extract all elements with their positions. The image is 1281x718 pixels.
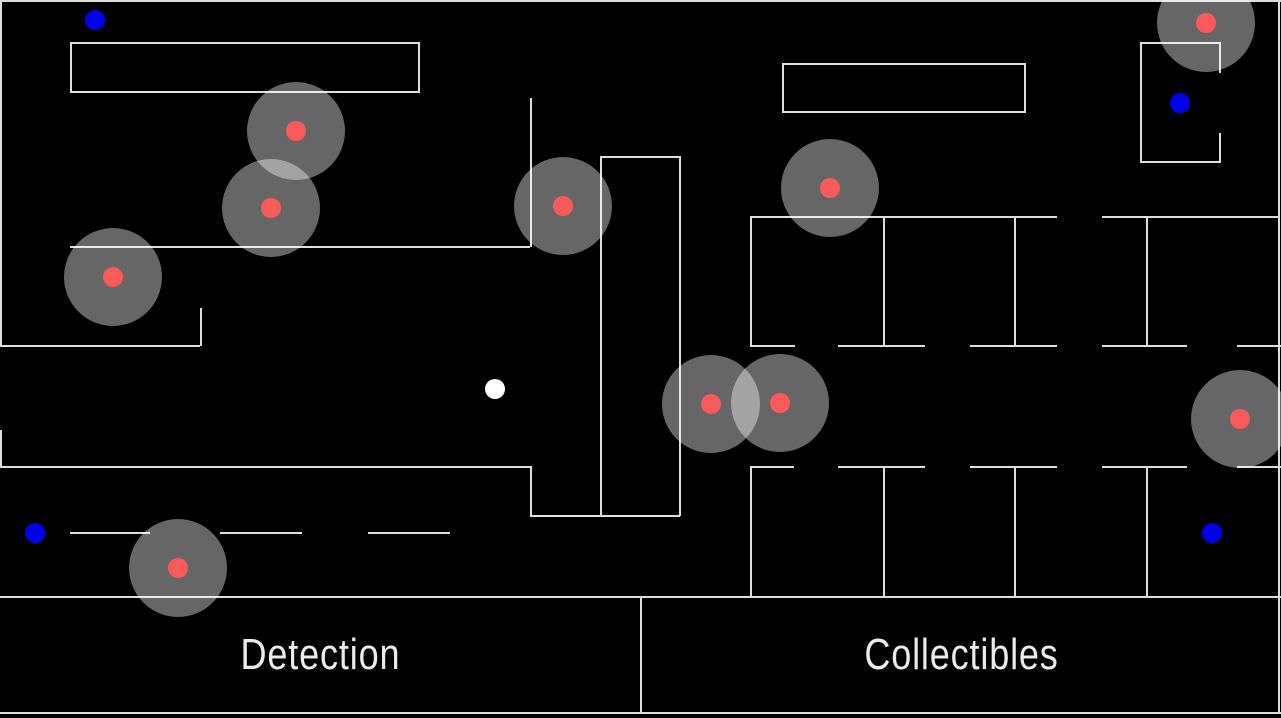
wall-segment: [0, 712, 1281, 714]
wall-segment: [70, 246, 530, 248]
wall-segment: [838, 345, 925, 347]
wall-segment: [1014, 466, 1016, 597]
wall-segment: [1146, 466, 1148, 597]
wall-segment: [970, 466, 1057, 468]
wall-segment: [679, 156, 681, 516]
enemy-detection-radius: [1157, 0, 1255, 72]
wall-segment: [1237, 345, 1281, 347]
wall-segment: [640, 596, 642, 713]
enemy-dot: [820, 178, 840, 198]
wall-segment: [1237, 466, 1281, 468]
wall-segment: [1140, 161, 1221, 163]
wall-segment: [750, 466, 794, 468]
legend-panel-collectibles: Collectibles: [642, 598, 1281, 712]
wall-segment: [750, 466, 752, 597]
wall-segment: [600, 156, 680, 158]
wall-segment: [1140, 42, 1142, 162]
detection-label: Detection: [240, 630, 400, 679]
wall-segment: [0, 345, 200, 347]
wall-segment: [1102, 216, 1279, 218]
wall-segment: [1140, 42, 1221, 44]
wall-segment: [0, 0, 1281, 2]
enemy-dot: [103, 267, 123, 287]
wall-segment: [70, 42, 72, 92]
enemy-dot: [286, 121, 306, 141]
wall-segment: [838, 466, 925, 468]
player-dot: [485, 379, 505, 399]
wall-segment: [1014, 216, 1016, 346]
collectible-dot: [25, 523, 45, 543]
enemy-dot: [553, 196, 573, 216]
wall-segment: [368, 532, 450, 534]
wall-segment: [782, 63, 1026, 65]
wall-segment: [970, 345, 1057, 347]
wall-segment: [0, 430, 2, 467]
wall-segment: [530, 98, 532, 247]
wall-segment: [0, 466, 530, 468]
wall-segment: [750, 216, 752, 346]
wall-segment: [750, 345, 795, 347]
wall-segment: [782, 111, 1026, 113]
wall-segment: [200, 308, 202, 346]
wall-segment: [1219, 133, 1221, 162]
wall-segment: [750, 216, 1057, 218]
enemy-dot: [168, 558, 188, 578]
wall-segment: [530, 466, 532, 516]
wall-segment: [883, 466, 885, 597]
enemy-dot: [770, 393, 790, 413]
enemy-dot: [1196, 13, 1216, 33]
enemy-dot: [701, 394, 721, 414]
collectible-dot: [85, 10, 105, 30]
collectible-dot: [1202, 523, 1222, 543]
wall-segment: [1146, 216, 1148, 346]
wall-segment: [1024, 63, 1026, 112]
wall-segment: [782, 63, 784, 112]
wall-segment: [530, 515, 680, 517]
wall-segment: [70, 532, 150, 534]
wall-segment: [1278, 0, 1280, 714]
wall-segment: [1102, 466, 1187, 468]
collectible-dot: [1170, 93, 1190, 113]
wall-segment: [70, 42, 420, 44]
enemy-dot: [261, 198, 281, 218]
wall-segment: [1102, 345, 1187, 347]
wall-segment: [220, 532, 302, 534]
enemy-dot: [1230, 409, 1250, 429]
legend-panel-detection: Detection: [0, 598, 640, 712]
wall-segment: [0, 0, 2, 347]
wall-segment: [1219, 42, 1221, 73]
wall-segment: [418, 42, 420, 92]
wall-segment: [883, 216, 885, 346]
collectibles-label: Collectibles: [864, 630, 1059, 679]
wall-segment: [70, 91, 420, 93]
wall-segment: [600, 156, 602, 516]
